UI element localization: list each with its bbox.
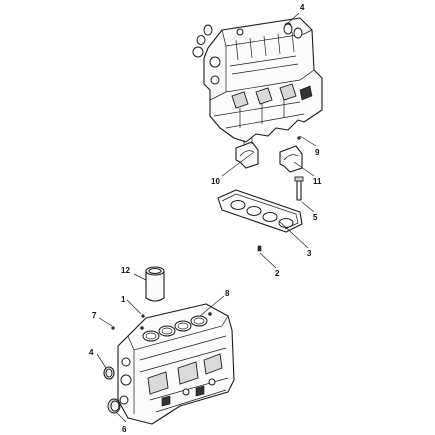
- small-plug-1: [141, 314, 145, 318]
- lower-seal-ring: [103, 366, 115, 380]
- callout-11: 11: [313, 177, 322, 186]
- small-plug-7: [111, 326, 115, 330]
- callout-1: 1: [121, 295, 126, 304]
- cylinder-liner: [145, 266, 165, 302]
- callout-8: 8: [225, 289, 230, 298]
- callout-labels: 4 9 10 11 5 3 2 12 1 8 7 4 6: [89, 3, 322, 434]
- callout-9: 9: [315, 148, 320, 157]
- callout-5: 5: [313, 213, 318, 222]
- callout-4-upper: 4: [300, 3, 305, 12]
- main-bearing-cap-11: [279, 136, 303, 173]
- expansion-plug: [107, 398, 121, 414]
- head-gasket: [217, 189, 303, 233]
- leader-lines: [96, 12, 317, 423]
- upper-cylinder-block: [203, 17, 323, 143]
- lower-cylinder-block: [117, 303, 235, 425]
- upper-seal-rings: [192, 23, 303, 58]
- dowel-pin: [257, 245, 262, 252]
- callout-2: 2: [275, 269, 280, 278]
- callout-7: 7: [92, 311, 97, 320]
- cap-bolt: [294, 176, 304, 201]
- callout-12: 12: [121, 266, 130, 275]
- callout-6: 6: [122, 425, 127, 434]
- main-bearing-cap-10: [235, 138, 259, 169]
- callout-10: 10: [211, 177, 220, 186]
- callout-3: 3: [307, 249, 312, 258]
- callout-4-lower: 4: [89, 348, 94, 357]
